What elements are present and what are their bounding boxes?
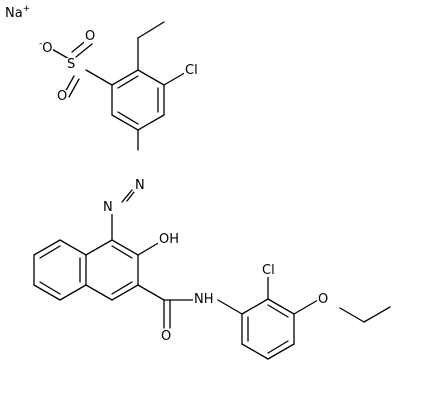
- azo-linkage: [111, 129, 139, 241]
- amide-nh-label: NH: [193, 292, 215, 307]
- ether-oxygen-label: O: [317, 292, 330, 307]
- ethoxy-group: [293, 299, 391, 323]
- azo-nitrogen-1-label: N: [134, 178, 146, 193]
- top-benzene-ring: [111, 69, 165, 131]
- sulfonyl-oxygen-bottom-label: O: [56, 89, 69, 104]
- sulfur-label: S: [66, 57, 77, 72]
- sulfonate-oxide-label: -O: [38, 39, 54, 56]
- amide-group: [137, 284, 243, 329]
- azo-nitrogen-2-label: N: [102, 200, 114, 215]
- bottom-benzene-ring: [241, 298, 295, 360]
- sulfonyl-oxygen-top-label: O: [84, 29, 97, 44]
- chloro-bottom-label: Cl: [261, 263, 276, 278]
- carbonyl-oxygen-label: O: [160, 329, 173, 344]
- naphthalene-core: [33, 239, 139, 301]
- hydroxy-label: OH: [158, 232, 181, 247]
- ethyl-group: [137, 21, 165, 71]
- hydroxy-bond: [137, 241, 161, 256]
- sodium-ion-label: Na+: [4, 4, 32, 21]
- chloro-top-label: Cl: [184, 63, 199, 78]
